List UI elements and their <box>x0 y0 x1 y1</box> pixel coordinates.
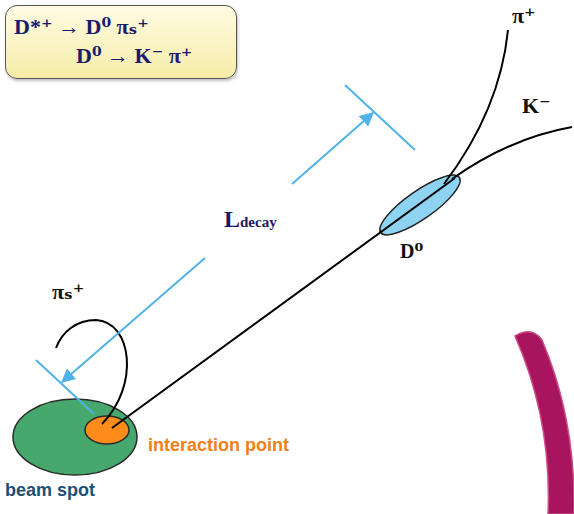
d0-flight-track <box>112 178 455 428</box>
dimension-arrow <box>292 113 373 184</box>
pion-track <box>444 30 508 184</box>
beam-spot-ellipse <box>13 399 137 475</box>
extension-line <box>36 360 94 414</box>
decay-length-label: Ldecay <box>224 206 277 232</box>
reaction-box: D*⁺ → D⁰ πₛ⁺D⁰ → K⁻ π⁺ <box>5 5 237 79</box>
region-label: interaction point <box>148 436 289 456</box>
particle-label: πₛ⁺ <box>52 280 84 304</box>
decay-equation: D⁰ → K⁻ π⁺ <box>76 41 226 70</box>
particle-label: π⁺ <box>512 4 536 28</box>
extension-line <box>345 85 415 150</box>
dimension-arrow <box>62 258 205 382</box>
particle-label: K⁻ <box>522 94 551 118</box>
region-label: beam spot <box>5 481 95 501</box>
decay-equation: D*⁺ → D⁰ πₛ⁺ <box>14 12 226 41</box>
curved-arrow-band <box>515 332 574 514</box>
particle-label: D⁰ <box>400 240 423 262</box>
kaon-track <box>452 127 572 179</box>
